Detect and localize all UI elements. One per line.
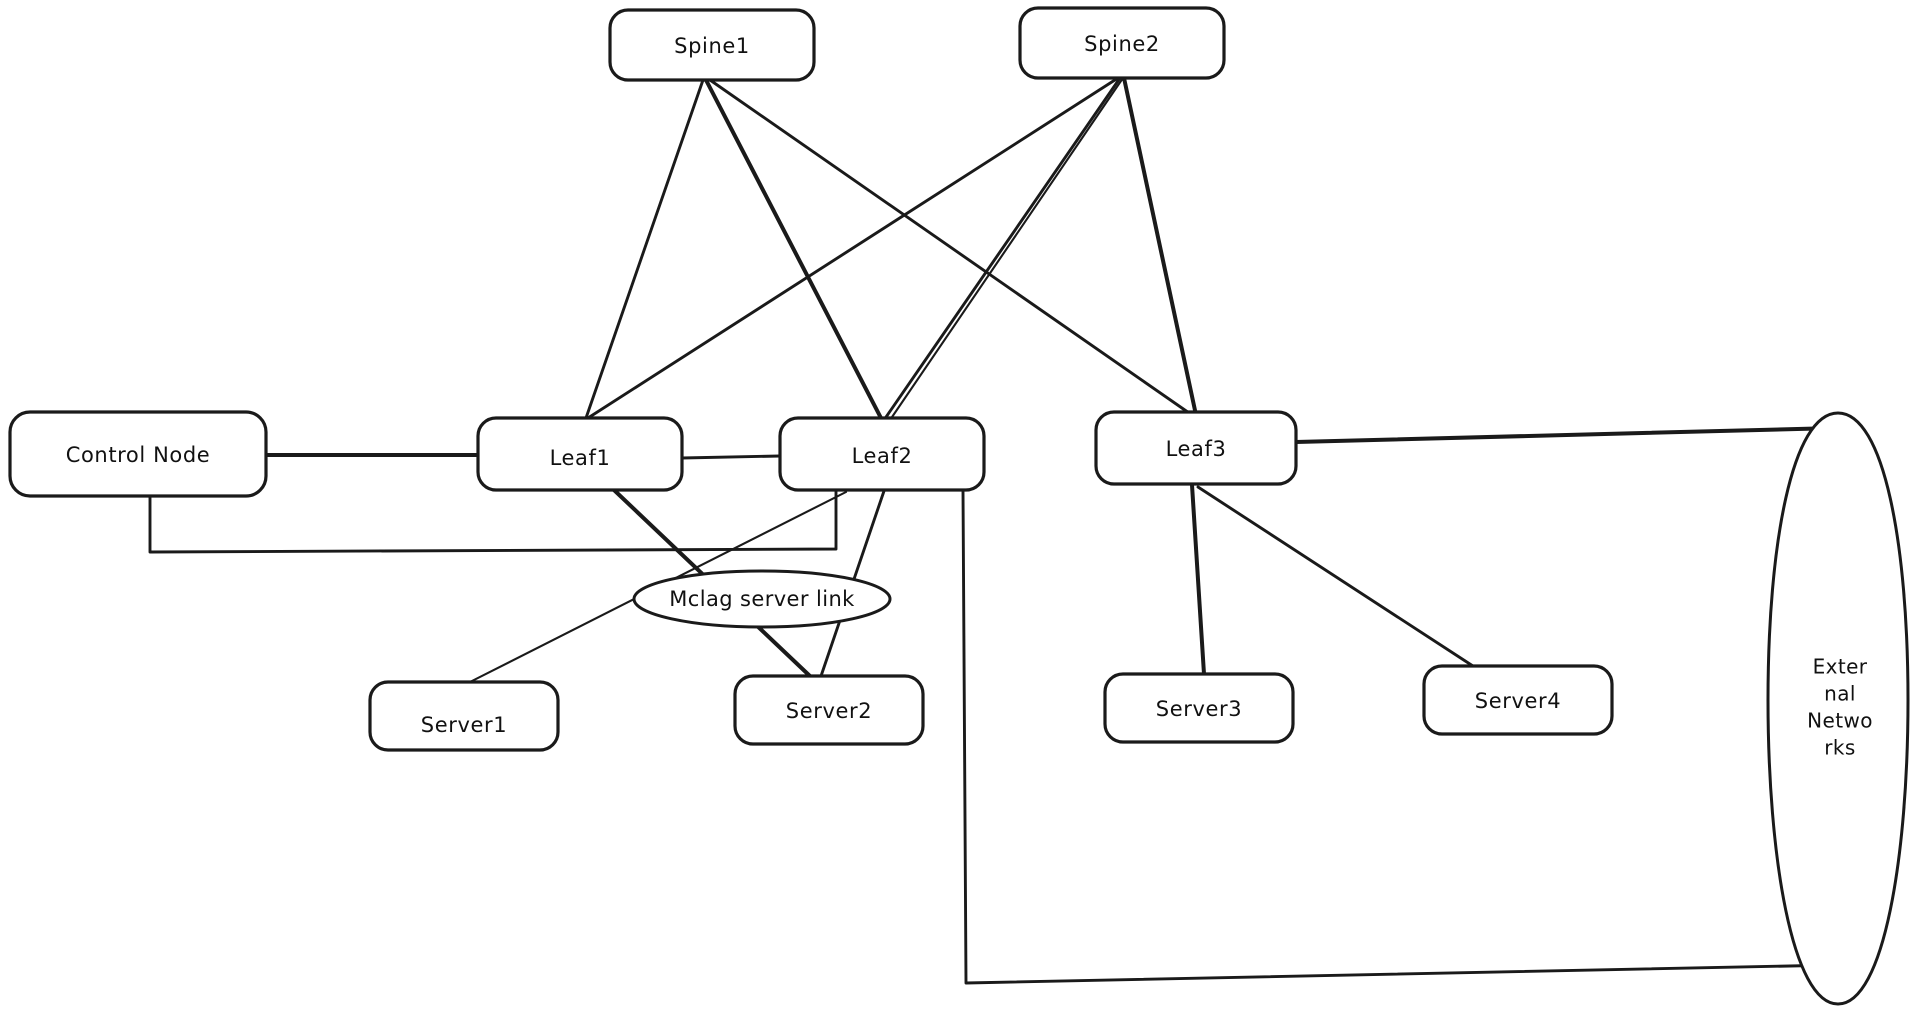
link-spine2-leaf2-shadow	[888, 76, 1125, 422]
node-leaf3[interactable]: Leaf3	[1094, 410, 1298, 486]
node-server4[interactable]: Server4	[1422, 664, 1614, 736]
leaf3-box	[1094, 410, 1298, 486]
leaf2-box	[778, 416, 986, 492]
server4-box	[1422, 664, 1614, 736]
link-spine1-leaf1	[584, 78, 705, 420]
server2-box	[733, 674, 925, 746]
link-spine2-leaf2	[882, 76, 1122, 422]
external-networks-ellipse	[1766, 411, 1910, 1006]
external-networks-label-2: nal	[1824, 682, 1856, 706]
node-server2[interactable]: Server2	[733, 674, 925, 746]
node-leaf2[interactable]: Leaf2	[778, 416, 986, 492]
mclag-label: Mclag server link	[669, 587, 855, 611]
spine1-label: Spine1	[674, 34, 750, 58]
node-leaf1[interactable]: Leaf1	[476, 416, 684, 492]
link-spine1-leaf3	[708, 78, 1194, 417]
control-node-label: Control Node	[66, 443, 211, 467]
server3-box	[1103, 672, 1295, 744]
node-spine2[interactable]: Spine2	[1018, 6, 1226, 80]
server2-label: Server2	[786, 699, 872, 723]
external-networks-label-1: Exter	[1813, 655, 1868, 679]
node-server1[interactable]: Server1	[368, 680, 560, 752]
link-spine1-leaf2	[704, 78, 884, 422]
mclag-ellipse	[632, 569, 892, 629]
node-control-node[interactable]: Control Node	[8, 410, 268, 498]
node-spine1[interactable]: Spine1	[608, 8, 816, 82]
spine2-label: Spine2	[1084, 32, 1160, 56]
link-leaf3-server3	[1190, 483, 1206, 676]
link-leaf3-server4	[1196, 485, 1478, 670]
server4-label: Server4	[1475, 689, 1561, 713]
external-networks-label-4: rks	[1824, 736, 1855, 760]
control-node-box	[8, 410, 268, 498]
link-layer	[148, 76, 1840, 985]
external-networks-label-3: Netwo	[1807, 709, 1873, 733]
spine2-box	[1018, 6, 1226, 80]
link-spine2-leaf1	[586, 76, 1120, 420]
server3-label: Server3	[1156, 697, 1242, 721]
leaf1-label: Leaf1	[550, 446, 611, 470]
edge-label-mclag[interactable]: Mclag server link	[632, 569, 892, 629]
link-leaf3-external-networks	[1294, 426, 1838, 444]
server1-label: Server1	[421, 713, 507, 737]
link-spine2-leaf3	[1122, 76, 1198, 417]
leaf1-box	[476, 416, 684, 492]
server1-box	[368, 680, 560, 752]
link-controlnode-leaf2	[148, 489, 838, 554]
spine1-box	[608, 8, 816, 82]
leaf2-label: Leaf2	[852, 444, 913, 468]
node-server3[interactable]: Server3	[1103, 672, 1295, 744]
link-leaf1-leaf2	[680, 454, 782, 460]
leaf3-label: Leaf3	[1166, 437, 1227, 461]
node-external-networks[interactable]: Exter nal Netwo rks	[1766, 411, 1910, 1006]
link-leaf2-external-networks	[961, 488, 1840, 985]
